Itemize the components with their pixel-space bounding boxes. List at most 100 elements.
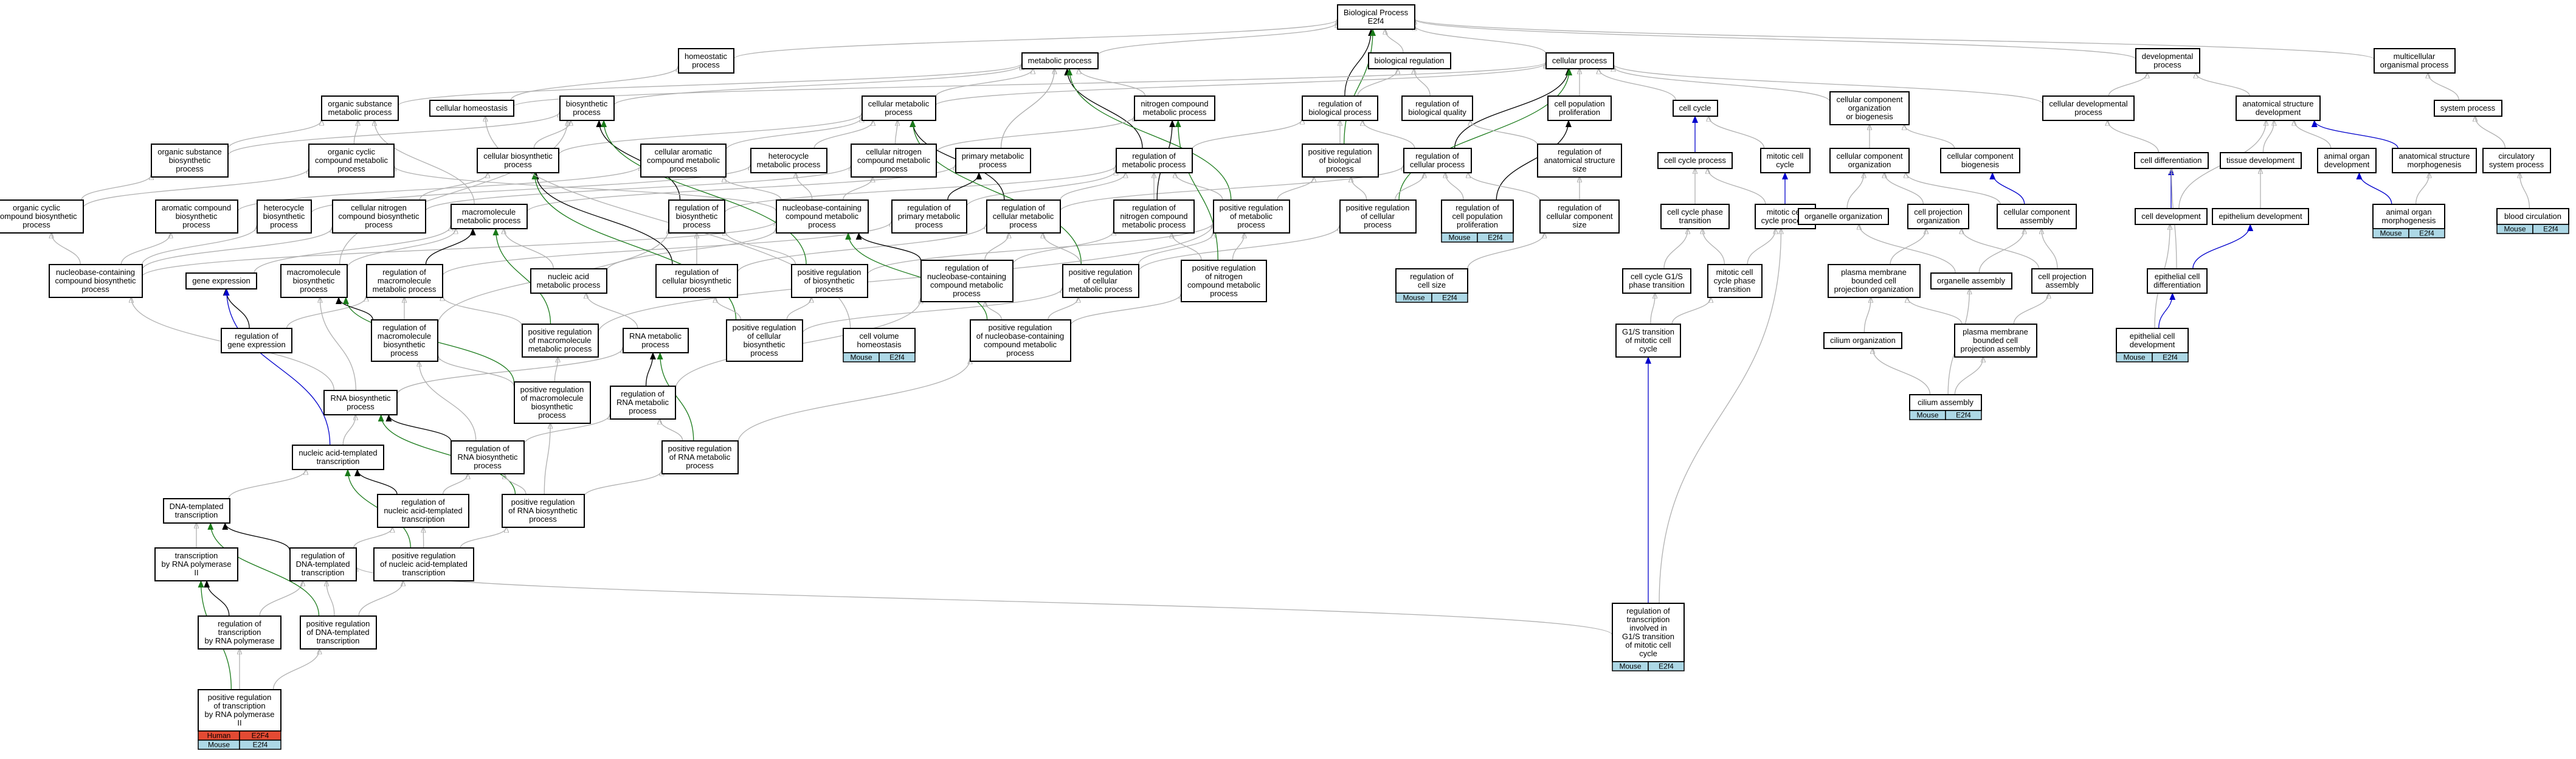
go-term-celldev[interactable]: cell development bbox=[2135, 208, 2208, 225]
go-term-tissdev[interactable]: tissue development bbox=[2220, 152, 2302, 169]
go-term-cellhomeo[interactable]: cellular homeostasis bbox=[429, 100, 514, 117]
go-term-regnucmet[interactable]: regulation ofnucleobase-containingcompou… bbox=[920, 260, 1013, 302]
go-term-cilorg[interactable]: cilium organization bbox=[1823, 332, 1902, 349]
go-term-organelle[interactable]: organelle organization bbox=[1798, 208, 1889, 225]
go-term-sysproc[interactable]: system process bbox=[2434, 100, 2502, 117]
go-term-cellcycle[interactable]: cell cycle bbox=[1673, 100, 1718, 117]
go-term-regmacrobio[interactable]: regulation ofmacromoleculebiosyntheticpr… bbox=[371, 319, 438, 362]
go-term-metab[interactable]: metabolic process bbox=[1021, 52, 1099, 69]
go-term-celldiff[interactable]: cell differentiation bbox=[2134, 152, 2209, 169]
go-term-epidev[interactable]: epithelium development bbox=[2212, 208, 2309, 225]
go-term-ccproc[interactable]: cell cycle process bbox=[1657, 152, 1733, 169]
go-term-geneexp[interactable]: gene expression bbox=[185, 272, 257, 289]
go-term-cellproc[interactable]: cellular process bbox=[1545, 52, 1614, 69]
go-term-organelleassem[interactable]: organelle assembly bbox=[1930, 272, 2012, 289]
go-term-bioreg[interactable]: biological regulation bbox=[1368, 52, 1451, 69]
